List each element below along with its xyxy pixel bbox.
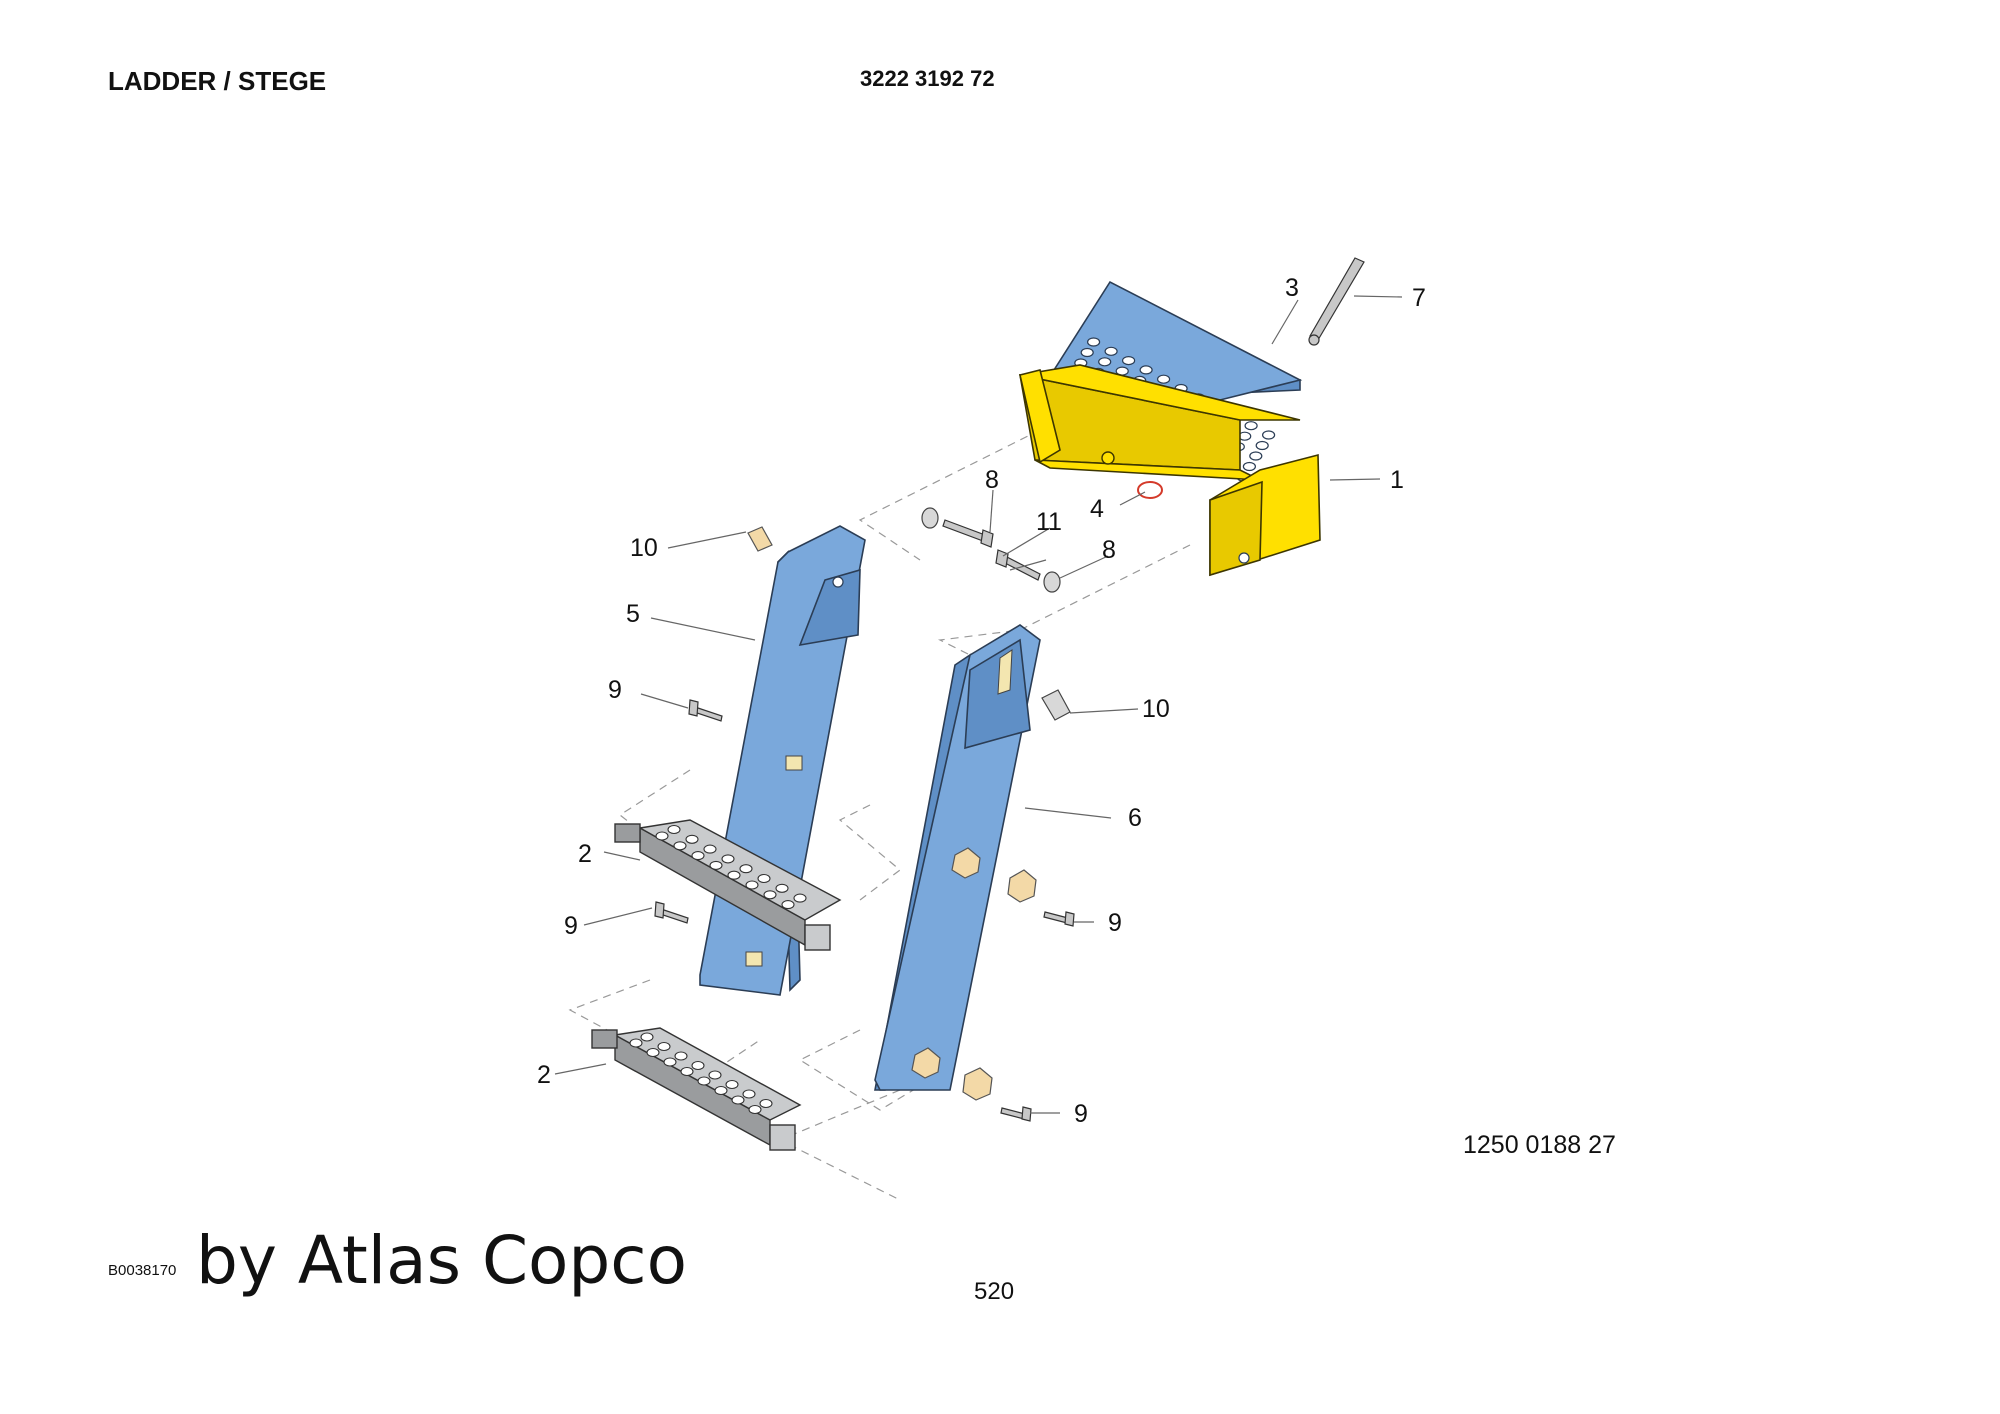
hole	[721, 854, 735, 864]
callout-6: 6	[1128, 804, 1142, 832]
callout-9-a: 9	[608, 676, 622, 704]
callout-9-b: 9	[564, 912, 578, 940]
hole	[685, 834, 699, 844]
hole	[1255, 440, 1269, 451]
hole	[697, 1076, 711, 1086]
callout-10-left: 10	[630, 534, 658, 562]
hole	[731, 1095, 745, 1105]
hole	[1156, 374, 1171, 384]
hole	[657, 1041, 671, 1052]
part-10-spacer-right	[1041, 689, 1071, 721]
part-11-bolt-lower	[995, 549, 1041, 581]
callout-2-lower: 2	[537, 1061, 551, 1089]
hole	[673, 841, 687, 851]
page-title: LADDER / STEGE	[108, 66, 327, 96]
hole	[674, 1051, 688, 1061]
hole	[691, 851, 705, 861]
part-7-pin	[1308, 257, 1365, 346]
hole	[1249, 451, 1263, 461]
hole	[1242, 461, 1257, 472]
hole	[655, 831, 669, 841]
part-9-bolt-a	[688, 699, 723, 722]
part-10-spacer-left	[747, 526, 773, 552]
leader-lines	[554, 295, 1403, 1114]
callout-1: 1	[1390, 466, 1404, 494]
part-2-step-lower	[591, 1027, 802, 1151]
page-number: 520	[974, 1278, 1015, 1305]
step-upper-holes	[655, 824, 807, 910]
part-9-bolt-d	[962, 1067, 1032, 1122]
part-8-washer-lower	[1043, 571, 1061, 593]
callout-11: 11	[1036, 508, 1062, 536]
part-6-side-rail	[874, 624, 1041, 1091]
hole	[1104, 346, 1118, 356]
hole	[667, 824, 681, 835]
hole	[781, 900, 795, 910]
hole	[680, 1066, 694, 1077]
part-8-washer-upper	[921, 507, 939, 529]
hole	[1244, 421, 1258, 431]
part-4-ring	[1137, 481, 1163, 499]
hole	[1139, 365, 1153, 375]
hole	[739, 864, 753, 874]
callout-8-upper: 8	[985, 466, 999, 494]
brand-text: by Atlas Copco	[196, 1222, 687, 1299]
hole	[1261, 430, 1276, 440]
part-number: 3222 3192 72	[860, 66, 995, 91]
hole	[745, 880, 759, 890]
callout-7: 7	[1412, 284, 1426, 312]
part-9-bolt-b	[654, 901, 689, 924]
hole	[691, 1060, 705, 1071]
hole	[1121, 356, 1136, 366]
hole	[629, 1038, 643, 1048]
reference-code: B0038170	[108, 1262, 177, 1279]
drawing-number: 1250 0188 27	[1463, 1131, 1616, 1159]
hole	[763, 890, 777, 900]
hole	[742, 1089, 756, 1099]
part-11-bolt-upper	[942, 519, 994, 548]
hole	[1080, 347, 1094, 358]
step-lower-holes	[629, 1032, 773, 1115]
hole	[640, 1032, 654, 1042]
hole	[748, 1104, 762, 1115]
hole	[1086, 337, 1101, 347]
hole	[757, 873, 771, 884]
callout-8-lower: 8	[1102, 536, 1116, 564]
hole	[663, 1057, 677, 1067]
callout-5: 5	[626, 600, 640, 628]
hole	[725, 1079, 739, 1090]
hole	[759, 1098, 773, 1109]
hole	[727, 870, 741, 880]
hole	[646, 1047, 660, 1058]
callout-9-c: 9	[1108, 909, 1122, 937]
callout-4: 4	[1090, 495, 1104, 523]
part-1-frame	[1019, 364, 1321, 577]
hole	[709, 860, 723, 870]
hole	[703, 844, 717, 854]
callout-10-right: 10	[1142, 695, 1170, 723]
callout-3: 3	[1285, 274, 1299, 302]
hole	[793, 893, 807, 903]
part-9-bolt-c	[1007, 869, 1075, 927]
callout-9-d: 9	[1074, 1100, 1088, 1128]
hole	[708, 1070, 722, 1080]
part-2-step-upper	[614, 819, 842, 951]
callout-2-upper: 2	[578, 840, 592, 868]
hole	[714, 1085, 728, 1096]
hole	[1098, 357, 1112, 367]
hole	[775, 883, 789, 893]
